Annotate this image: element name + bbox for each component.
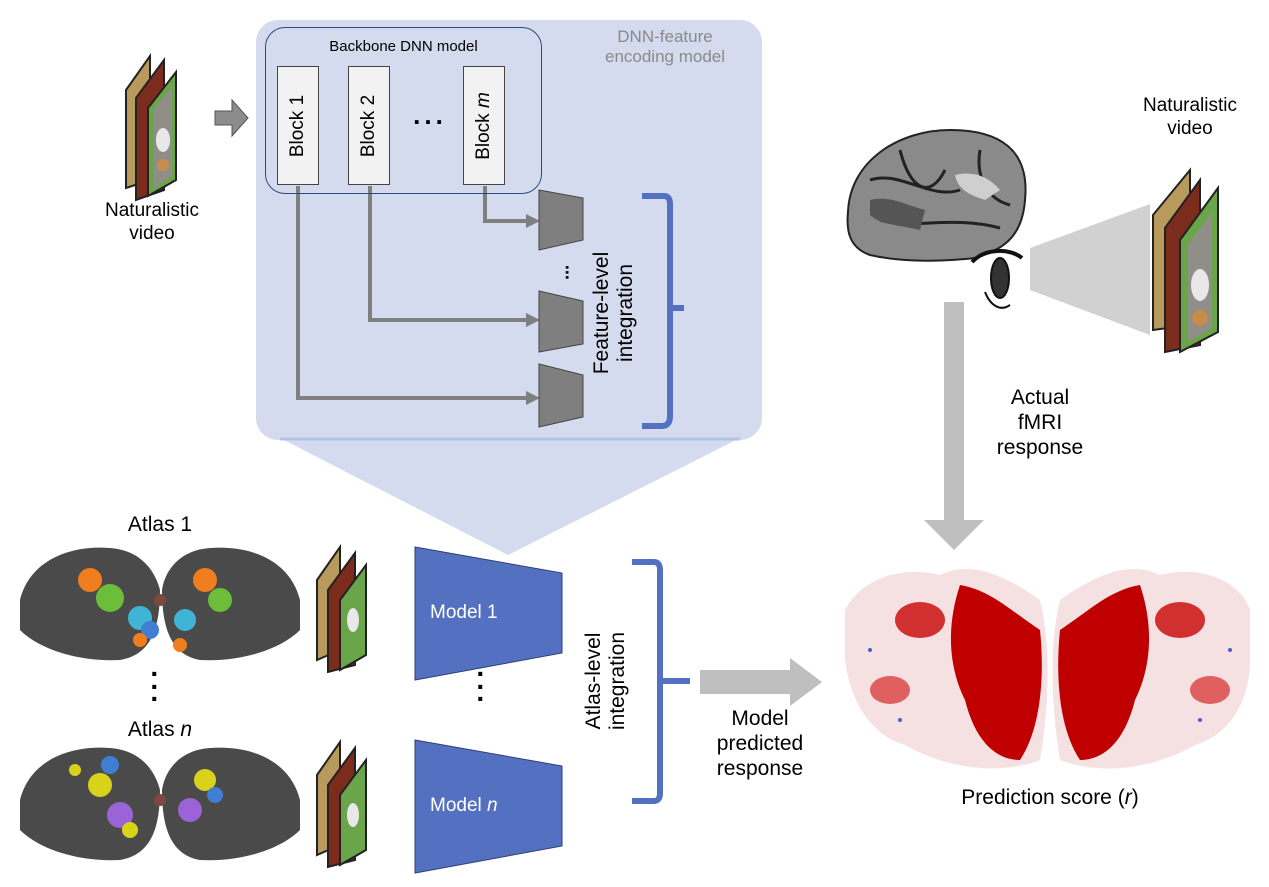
model-n-shape (414, 739, 563, 874)
atlas-n-map (20, 747, 300, 861)
model-ellipsis: ··· (476, 658, 486, 715)
label-line: integration (606, 631, 630, 731)
top-left-video-label: Naturalistic video (92, 200, 212, 246)
dnn-feature-encoding-panel (256, 20, 762, 440)
title-line: encoding model (604, 47, 726, 67)
block-1: Block 1 (277, 66, 319, 185)
feature-integration-bracket (642, 193, 684, 429)
feature-reducers (538, 189, 584, 428)
panel-funnel (280, 438, 740, 555)
model-1-label: Model 1 (430, 602, 498, 623)
dnn-panel-title: DNN-feature encoding model (565, 27, 765, 68)
label-line: Actual (1010, 386, 1070, 409)
brain-icon (846, 128, 1027, 262)
atlas-ellipsis: ··· (150, 658, 160, 715)
backbone-title: Backbone DNN model (329, 38, 478, 55)
prediction-score-caption: Prediction score (r) (961, 786, 1139, 809)
label-line: fMRI (1017, 411, 1063, 435)
label-line: Atlas-level (582, 632, 605, 730)
feature-integration-label: Feature-level integration (590, 238, 640, 388)
connector-arrowheads (526, 214, 540, 405)
label-line: video (129, 222, 175, 244)
label-line: Feature-level (590, 251, 613, 375)
predicted-response-label: Model predicted response (700, 706, 820, 782)
actual-response-label: Actual fMRI response (990, 385, 1090, 461)
right-video-label: Naturalistic video (1130, 95, 1250, 141)
block-label: Block m (473, 91, 494, 160)
backbone-dnn-box (265, 27, 542, 194)
label-line: response (716, 757, 804, 781)
block-m: Block m (463, 66, 505, 185)
prediction-map (845, 569, 1250, 769)
label-line: response (996, 436, 1084, 460)
block-ellipsis: ... (413, 100, 447, 130)
atlas-1-label: Atlas 1 (127, 513, 193, 536)
atlas-1-map (20, 547, 300, 661)
block-connectors (296, 186, 530, 400)
eye-icon (970, 249, 1024, 309)
input-arrow-icon (214, 98, 249, 138)
right-video-stack-icon (1152, 167, 1219, 354)
label-line: Naturalistic (1143, 95, 1237, 116)
label-line: predicted (716, 732, 804, 756)
atlas-n-label: Atlas n (127, 718, 193, 741)
atlas-integration-label: Atlas-level integration (582, 611, 632, 751)
model-1-video-stack-icon (316, 543, 367, 674)
block-2: Block 2 (348, 66, 390, 185)
label-line: video (1167, 117, 1213, 139)
label-line: Model (731, 707, 789, 730)
atlas-integration-bracket (632, 559, 690, 804)
view-cone (1030, 204, 1150, 335)
model-1-shape (414, 546, 563, 681)
feature-ellipsis: ... (552, 264, 573, 280)
label-line: integration (614, 263, 638, 363)
label-line: Naturalistic (105, 200, 199, 221)
block-label: Block 2 (358, 94, 379, 157)
predicted-arrow-icon (700, 658, 822, 706)
actual-response-arrow-icon (924, 302, 984, 550)
block-label: Block 1 (287, 94, 308, 157)
model-n-video-stack-icon (316, 738, 367, 869)
top-left-video-stack-icon (125, 52, 177, 202)
title-line: DNN-feature (617, 27, 713, 46)
model-n-label: Model n (430, 795, 498, 816)
